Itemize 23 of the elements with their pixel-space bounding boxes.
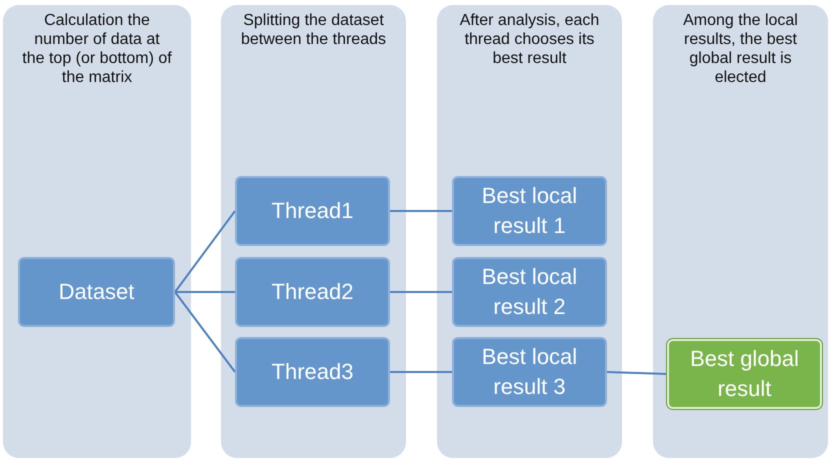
connector-line xyxy=(390,371,452,373)
column-band xyxy=(3,5,191,458)
process-box: Thread2 xyxy=(235,257,390,327)
result-box: Best global result xyxy=(667,339,822,409)
process-box: Thread1 xyxy=(235,176,390,246)
column-heading: After analysis, each thread chooses its best result xyxy=(458,11,600,68)
connector-line xyxy=(390,291,452,293)
process-box: Best local result 3 xyxy=(452,337,607,407)
process-box: Best local result 2 xyxy=(452,257,607,327)
process-box: Best local result 1 xyxy=(452,176,607,246)
column-band xyxy=(221,5,406,458)
connector-line xyxy=(174,291,236,373)
column-heading: Splitting the dataset between the threads xyxy=(240,11,387,49)
column-heading: Calculation the number of data at the top (or bottom) of the matrix xyxy=(21,11,173,87)
process-box: Dataset xyxy=(18,257,175,327)
connector-line xyxy=(174,210,236,293)
column-band xyxy=(437,5,622,458)
process-box: Thread3 xyxy=(235,337,390,407)
connector-line xyxy=(175,291,235,293)
connector-line xyxy=(606,371,668,375)
column-band xyxy=(653,5,828,458)
connector-line xyxy=(390,210,452,212)
column-heading: Among the local results, the best global result is elected xyxy=(682,11,799,87)
